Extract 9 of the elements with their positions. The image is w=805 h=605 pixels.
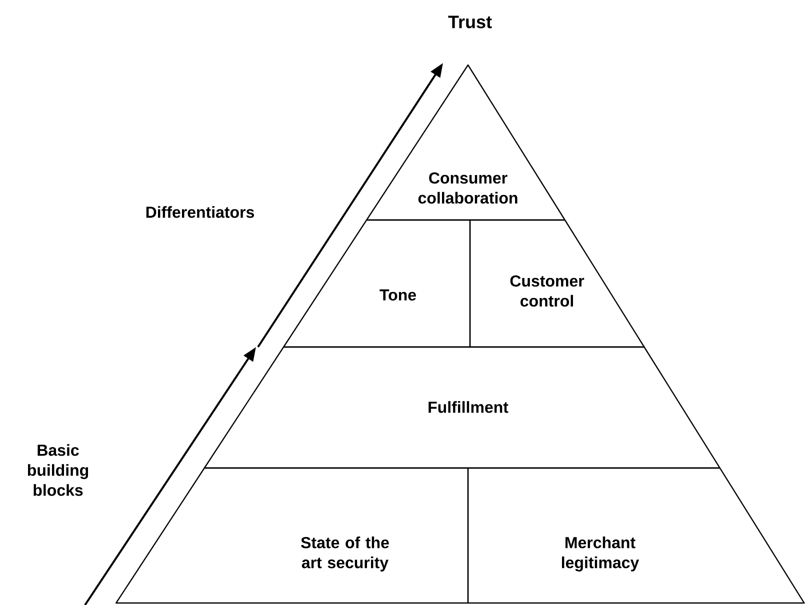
pyramid-segment: Merchant legitimacy xyxy=(467,467,805,604)
pyramid-segment: Customer control xyxy=(469,219,645,348)
title: Trust xyxy=(448,16,492,28)
pyramid-segment: Fulfillment xyxy=(204,346,720,469)
arrow-label: Differentiators xyxy=(146,206,254,218)
arrow-label: Basic building blocks xyxy=(28,444,88,496)
pyramid-segment: State of the art security xyxy=(116,467,469,604)
pyramid-segment: Tone xyxy=(283,219,471,348)
pyramid-segment: Consumer collaboration xyxy=(366,64,566,221)
